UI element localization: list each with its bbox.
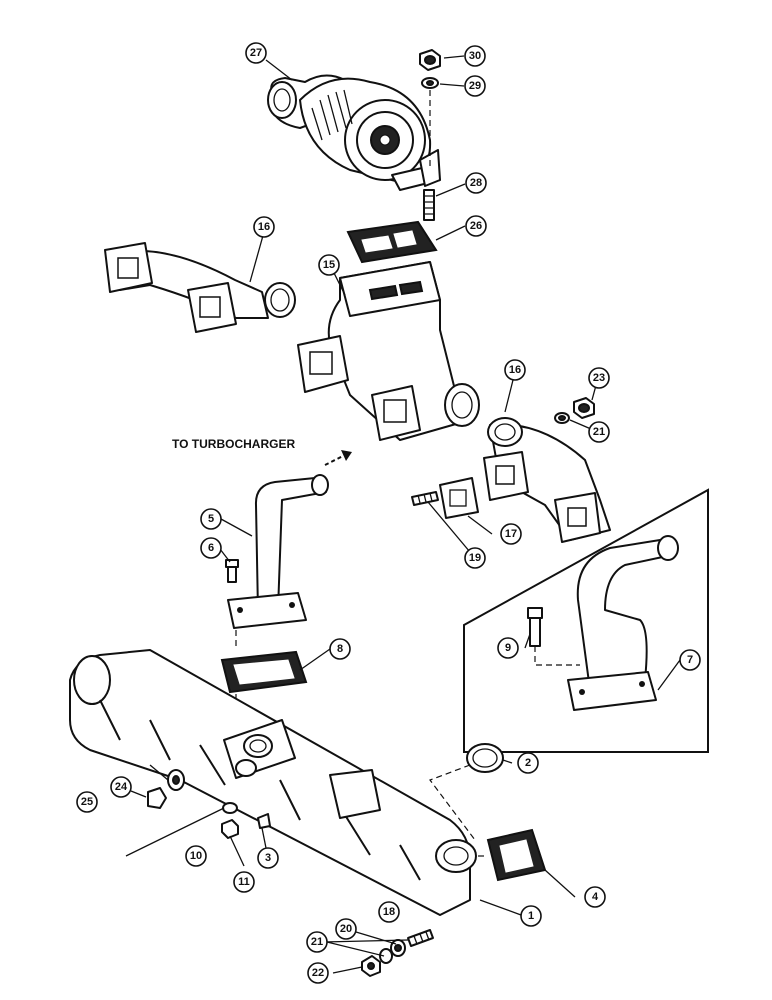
svg-text:21: 21 (593, 426, 605, 438)
nut-23 (573, 397, 595, 419)
gasket-17 (439, 477, 479, 519)
callout-25: 25 (76, 791, 98, 813)
gasket-4 (486, 828, 547, 882)
callout-1: 1 (520, 905, 542, 927)
washer-21-upper (554, 412, 570, 424)
callout-16-right: 16 (504, 359, 526, 381)
svg-text:9: 9 (505, 642, 511, 654)
svg-text:4: 4 (592, 891, 599, 903)
callout-11: 11 (233, 871, 255, 893)
stud-28 (423, 189, 435, 221)
svg-text:2: 2 (525, 757, 531, 769)
svg-text:17: 17 (505, 528, 517, 540)
washer-24 (167, 769, 185, 791)
washer-20 (390, 939, 406, 957)
washer-10 (222, 802, 238, 814)
callout-30: 30 (464, 45, 486, 67)
callout-23: 23 (588, 367, 610, 389)
crossover-pipe-5 (227, 474, 329, 629)
gasket-26 (346, 220, 438, 264)
svg-text:7: 7 (687, 654, 693, 666)
exhaust-elbow-16-right (483, 417, 611, 543)
svg-text:8: 8 (337, 643, 343, 655)
svg-text:3: 3 (265, 852, 271, 864)
callout-4: 4 (584, 886, 606, 908)
svg-text:1: 1 (528, 910, 534, 922)
svg-text:5: 5 (208, 513, 214, 525)
svg-text:27: 27 (250, 47, 262, 59)
svg-text:16: 16 (258, 221, 270, 233)
plug-25 (147, 787, 167, 809)
svg-text:30: 30 (469, 50, 481, 62)
plug-3 (257, 813, 271, 829)
callout-24: 24 (110, 776, 132, 798)
svg-text:25: 25 (81, 796, 93, 808)
exhaust-manifold-15 (297, 261, 480, 441)
stud-19 (411, 491, 439, 506)
svg-text:16: 16 (509, 364, 521, 376)
capscrew-9 (527, 607, 543, 647)
nut-11 (221, 819, 239, 839)
washer-29 (421, 77, 439, 89)
svg-text:15: 15 (323, 259, 335, 271)
svg-text:11: 11 (238, 876, 250, 888)
ring-axis (429, 764, 476, 841)
svg-text:23: 23 (593, 372, 605, 384)
svg-text:28: 28 (470, 177, 482, 189)
nut-30 (419, 49, 441, 71)
callout-22: 22 (307, 962, 329, 984)
svg-text:20: 20 (340, 923, 352, 935)
capscrew-6 (225, 559, 239, 583)
gasket-8 (220, 650, 308, 694)
callout-19: 19 (464, 547, 486, 569)
callout-6: 6 (200, 537, 222, 559)
callout-9: 9 (497, 637, 519, 659)
to-turbocharger-caption: TO TURBOCHARGER (172, 437, 295, 451)
callout-16-upper: 16 (253, 216, 275, 238)
callout-17: 17 (500, 523, 522, 545)
stud-18 (407, 929, 434, 947)
svg-text:10: 10 (190, 850, 202, 862)
callout-21-upper: 21 (588, 421, 610, 443)
callout-7: 7 (679, 649, 701, 671)
svg-text:26: 26 (470, 220, 482, 232)
callout-10: 10 (185, 845, 207, 867)
inset-box (463, 488, 709, 753)
nut-22 (361, 955, 381, 977)
washer-21-lower (379, 948, 393, 964)
exhaust-elbow-16-left (104, 242, 296, 333)
callout-18: 18 (378, 901, 400, 923)
svg-text:18: 18 (383, 906, 395, 918)
callout-3: 3 (257, 847, 279, 869)
callout-21-lower: 21 (306, 931, 328, 953)
sealing-ring-2 (466, 743, 504, 773)
callout-5: 5 (200, 508, 222, 530)
callout-2: 2 (517, 752, 539, 774)
svg-text:24: 24 (115, 781, 128, 793)
callout-8: 8 (329, 638, 351, 660)
callout-20: 20 (335, 918, 357, 940)
callout-27: 27 (245, 42, 267, 64)
svg-text:21: 21 (311, 936, 323, 948)
callout-29: 29 (464, 75, 486, 97)
callout-28: 28 (465, 172, 487, 194)
callout-15: 15 (318, 254, 340, 276)
svg-text:29: 29 (469, 80, 481, 92)
turbocharger (267, 74, 441, 191)
callout-26: 26 (465, 215, 487, 237)
svg-text:6: 6 (208, 542, 214, 554)
exhaust-manifold-1 (69, 649, 477, 916)
svg-text:22: 22 (312, 967, 324, 979)
svg-text:19: 19 (469, 552, 481, 564)
leader-lines (125, 55, 681, 974)
